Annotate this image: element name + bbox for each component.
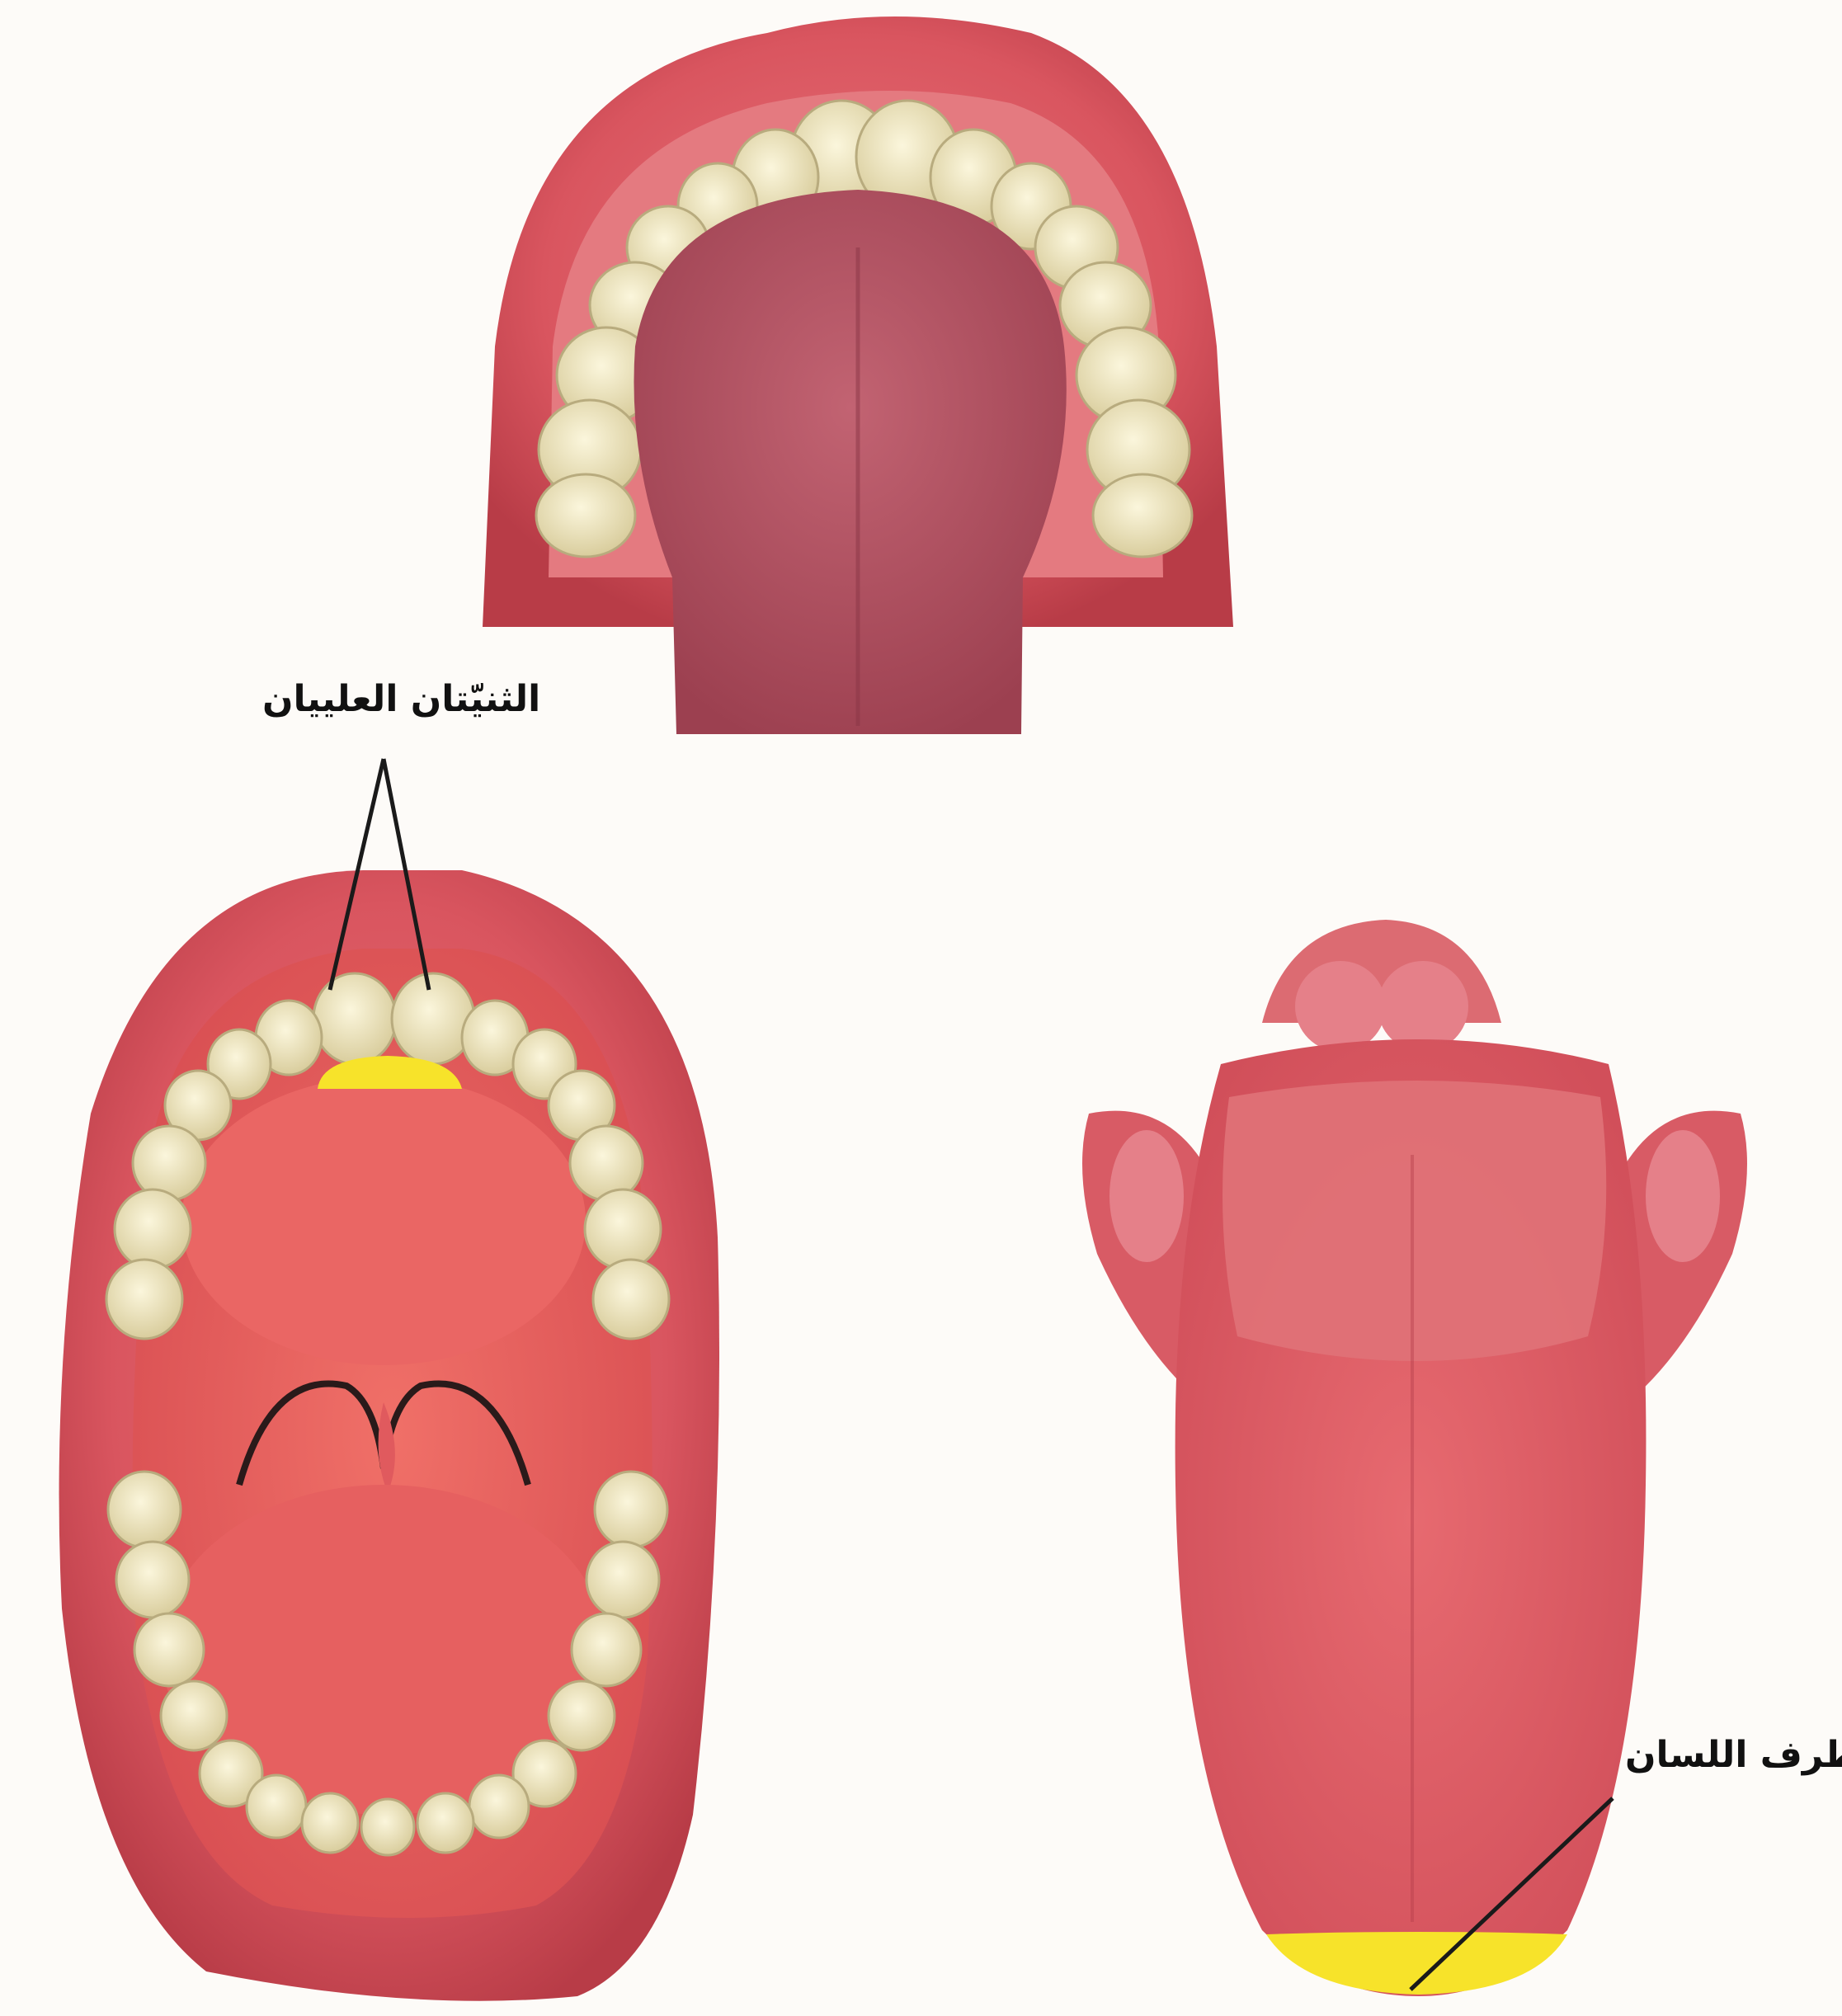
mouth-open-front-view	[59, 759, 719, 2001]
tongue-tip-label: طرف اللسان	[1625, 1734, 1842, 1776]
tongue-top	[634, 190, 1066, 734]
mouth-top-view	[483, 16, 1233, 734]
upper-incisors-label: الثنيّتان العلييان	[262, 678, 540, 720]
tongue-dorsal-view	[1082, 920, 1747, 1996]
